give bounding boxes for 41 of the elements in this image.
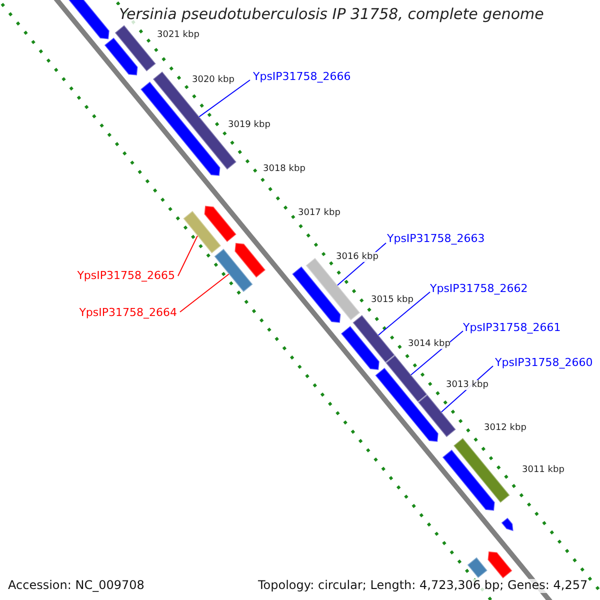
gene-bar bbox=[452, 436, 511, 504]
gene-bar bbox=[466, 556, 488, 580]
footer-text: Accession: NC_009708 bbox=[8, 579, 144, 593]
gene-label: YpsIP31758_2664 bbox=[79, 307, 177, 320]
tick-label: 3011 kbp bbox=[522, 465, 564, 476]
tick-label: 3015 kbp bbox=[371, 295, 414, 306]
leader-line bbox=[180, 274, 230, 312]
tick-label: 3019 kbp bbox=[228, 120, 270, 130]
gene-label: YpsIP31758_2665 bbox=[77, 270, 175, 283]
footer-text: Topology: circular; Length: 4,723,306 bp; Genes: 4,257 bbox=[258, 579, 588, 593]
tick-label: 3017 kbp bbox=[298, 208, 340, 218]
gene-bar bbox=[352, 314, 396, 364]
gene-feature bbox=[234, 242, 267, 279]
tick-label: 3016 kbp bbox=[336, 252, 378, 262]
leader-line bbox=[198, 80, 250, 118]
gene-feature bbox=[340, 324, 380, 371]
gene-bar bbox=[384, 354, 428, 404]
tick-label: 3012 kbp bbox=[484, 423, 526, 434]
tick-label: 3013 kbp bbox=[446, 380, 488, 390]
gene-feature bbox=[486, 550, 514, 580]
gene-feature bbox=[500, 516, 514, 532]
tick-label: 3018 kbp bbox=[263, 164, 306, 174]
gene-feature bbox=[291, 265, 342, 324]
gene-label: YpsIP31758_2666 bbox=[253, 71, 351, 84]
gene-feature bbox=[374, 366, 440, 443]
gene-feature bbox=[441, 448, 496, 512]
gene-bar bbox=[114, 24, 157, 72]
gene-label: YpsIP31758_2662 bbox=[430, 283, 528, 296]
gene-label: YpsIP31758_2660 bbox=[495, 357, 593, 370]
gene-label: YpsIP31758_2661 bbox=[463, 322, 561, 335]
tick-label: 3020 kbp bbox=[192, 75, 234, 86]
gene-bar bbox=[182, 210, 222, 254]
tick-label: 3021 kbp bbox=[157, 30, 200, 40]
gene-bar bbox=[416, 394, 457, 438]
leader-line bbox=[178, 235, 198, 276]
leader-line bbox=[378, 292, 430, 336]
gene-feature bbox=[103, 36, 139, 76]
gene-feature bbox=[203, 204, 238, 244]
gene-label: YpsIP31758_2663 bbox=[387, 233, 485, 246]
gene-bar bbox=[213, 248, 254, 294]
tick-label: 3014 kbp bbox=[408, 339, 450, 350]
